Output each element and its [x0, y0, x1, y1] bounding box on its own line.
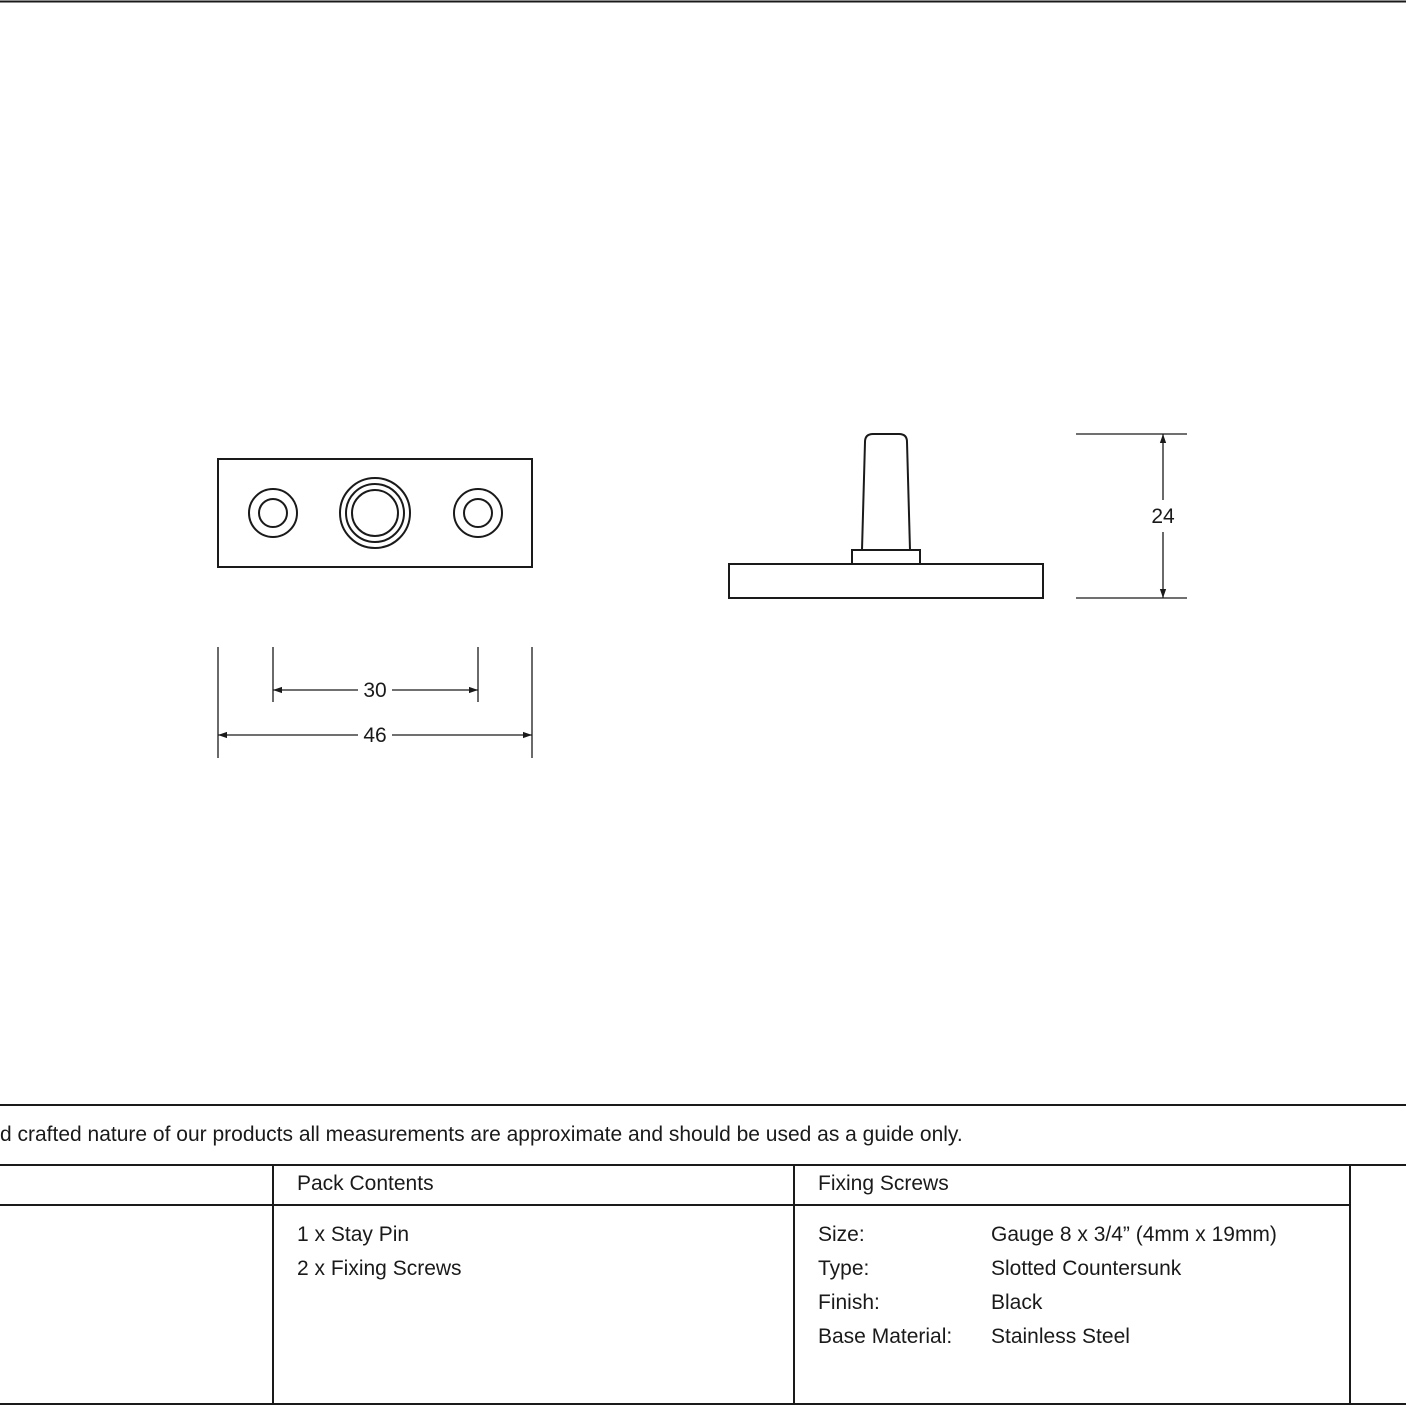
- dimension-overall-height: [1076, 433, 1187, 599]
- overall-height-label: 24: [1151, 505, 1175, 528]
- plan-view: [217, 458, 533, 568]
- spec-label-finish: Finish:: [818, 1291, 880, 1314]
- hole-spacing-label: 30: [363, 679, 386, 702]
- plate-outline: [217, 458, 533, 568]
- spec-value-finish: Black: [991, 1291, 1043, 1314]
- spec-value-base-material: Stainless Steel: [991, 1325, 1130, 1348]
- side-pin: [861, 433, 911, 551]
- pin-base-outer: [339, 477, 411, 549]
- dimension-hole-spacing: [272, 647, 479, 702]
- info-table: [0, 1104, 1406, 1405]
- spec-value-size: Gauge 8 x 3/4” (4mm x 19mm): [991, 1223, 1277, 1246]
- disclaimer-text: d crafted nature of our products all mea…: [0, 1123, 963, 1146]
- side-plate: [728, 563, 1044, 599]
- left-screw-hole-outer: [248, 488, 298, 538]
- side-pin-collar: [851, 549, 921, 565]
- side-view: [728, 433, 1044, 599]
- plate-width-label: 46: [363, 724, 386, 747]
- pack-contents-header: Pack Contents: [297, 1172, 434, 1195]
- spec-label-size: Size:: [818, 1223, 865, 1246]
- spec-value-type: Slotted Countersunk: [991, 1257, 1182, 1280]
- right-screw-hole-outer: [453, 488, 503, 538]
- spec-label-type: Type:: [818, 1257, 870, 1280]
- pack-item: 2 x Fixing Screws: [297, 1257, 462, 1280]
- left-screw-hole-inner: [258, 498, 288, 528]
- dimension-plate-width: [217, 647, 533, 758]
- fixing-screws-header: Fixing Screws: [818, 1172, 949, 1195]
- pin-base-middle: [345, 483, 405, 543]
- right-screw-hole-inner: [463, 498, 493, 528]
- pack-item: 1 x Stay Pin: [297, 1223, 410, 1246]
- spec-label-base-material: Base Material:: [818, 1325, 953, 1348]
- pin-base-inner: [351, 489, 399, 537]
